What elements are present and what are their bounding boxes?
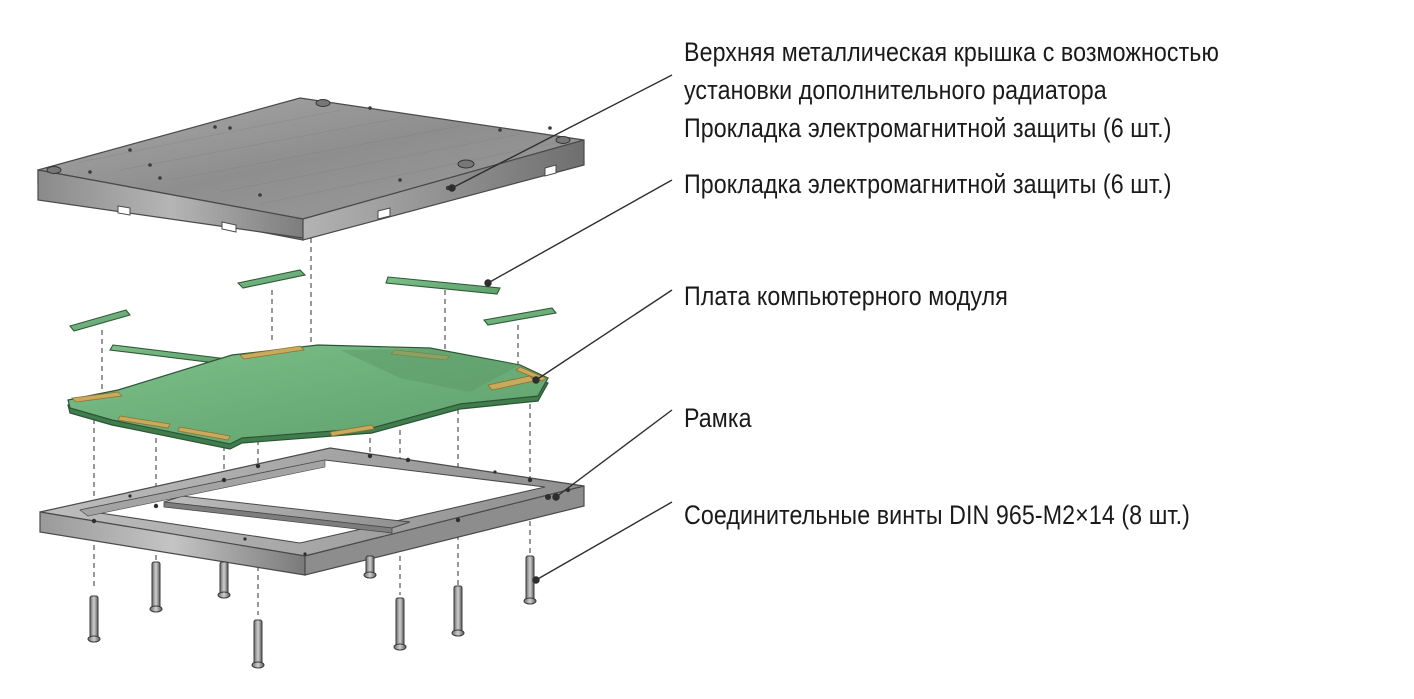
leader-board — [532, 289, 673, 384]
leader-lines — [448, 74, 673, 584]
screw-4 — [251, 619, 265, 669]
screw-1 — [87, 595, 101, 643]
label-screws: Соединительные винты DIN 965-M2×14 (8 шт… — [684, 500, 1190, 530]
screw-3 — [217, 561, 231, 599]
screw-2 — [149, 561, 163, 613]
connecting-screws — [87, 555, 537, 669]
label-top-cover-line1: Верхняя металлическая крышка с возможнос… — [684, 37, 1219, 67]
screw-7 — [451, 585, 465, 637]
leader-frame — [552, 409, 673, 501]
label-board: Плата компьютерного модуля — [684, 281, 1008, 311]
leader-emi-gasket — [484, 179, 673, 287]
top-metal-cover — [37, 97, 585, 241]
screw-5 — [363, 555, 377, 579]
label-emi-gasket: Прокладка электромагнитной защиты (6 шт.… — [684, 169, 1172, 199]
leader-top-cover — [448, 74, 673, 192]
frame — [39, 447, 585, 576]
label-frame: Рамка — [684, 403, 752, 433]
screw-8 — [523, 555, 537, 605]
leader-screws — [532, 501, 673, 584]
label-top-cover-line3: Прокладка электромагнитной защиты (6 шт.… — [684, 113, 1172, 143]
label-top-cover-line2: установки дополнительного радиатора — [684, 75, 1107, 105]
screw-6 — [393, 597, 407, 651]
computer-module-board — [67, 344, 549, 450]
